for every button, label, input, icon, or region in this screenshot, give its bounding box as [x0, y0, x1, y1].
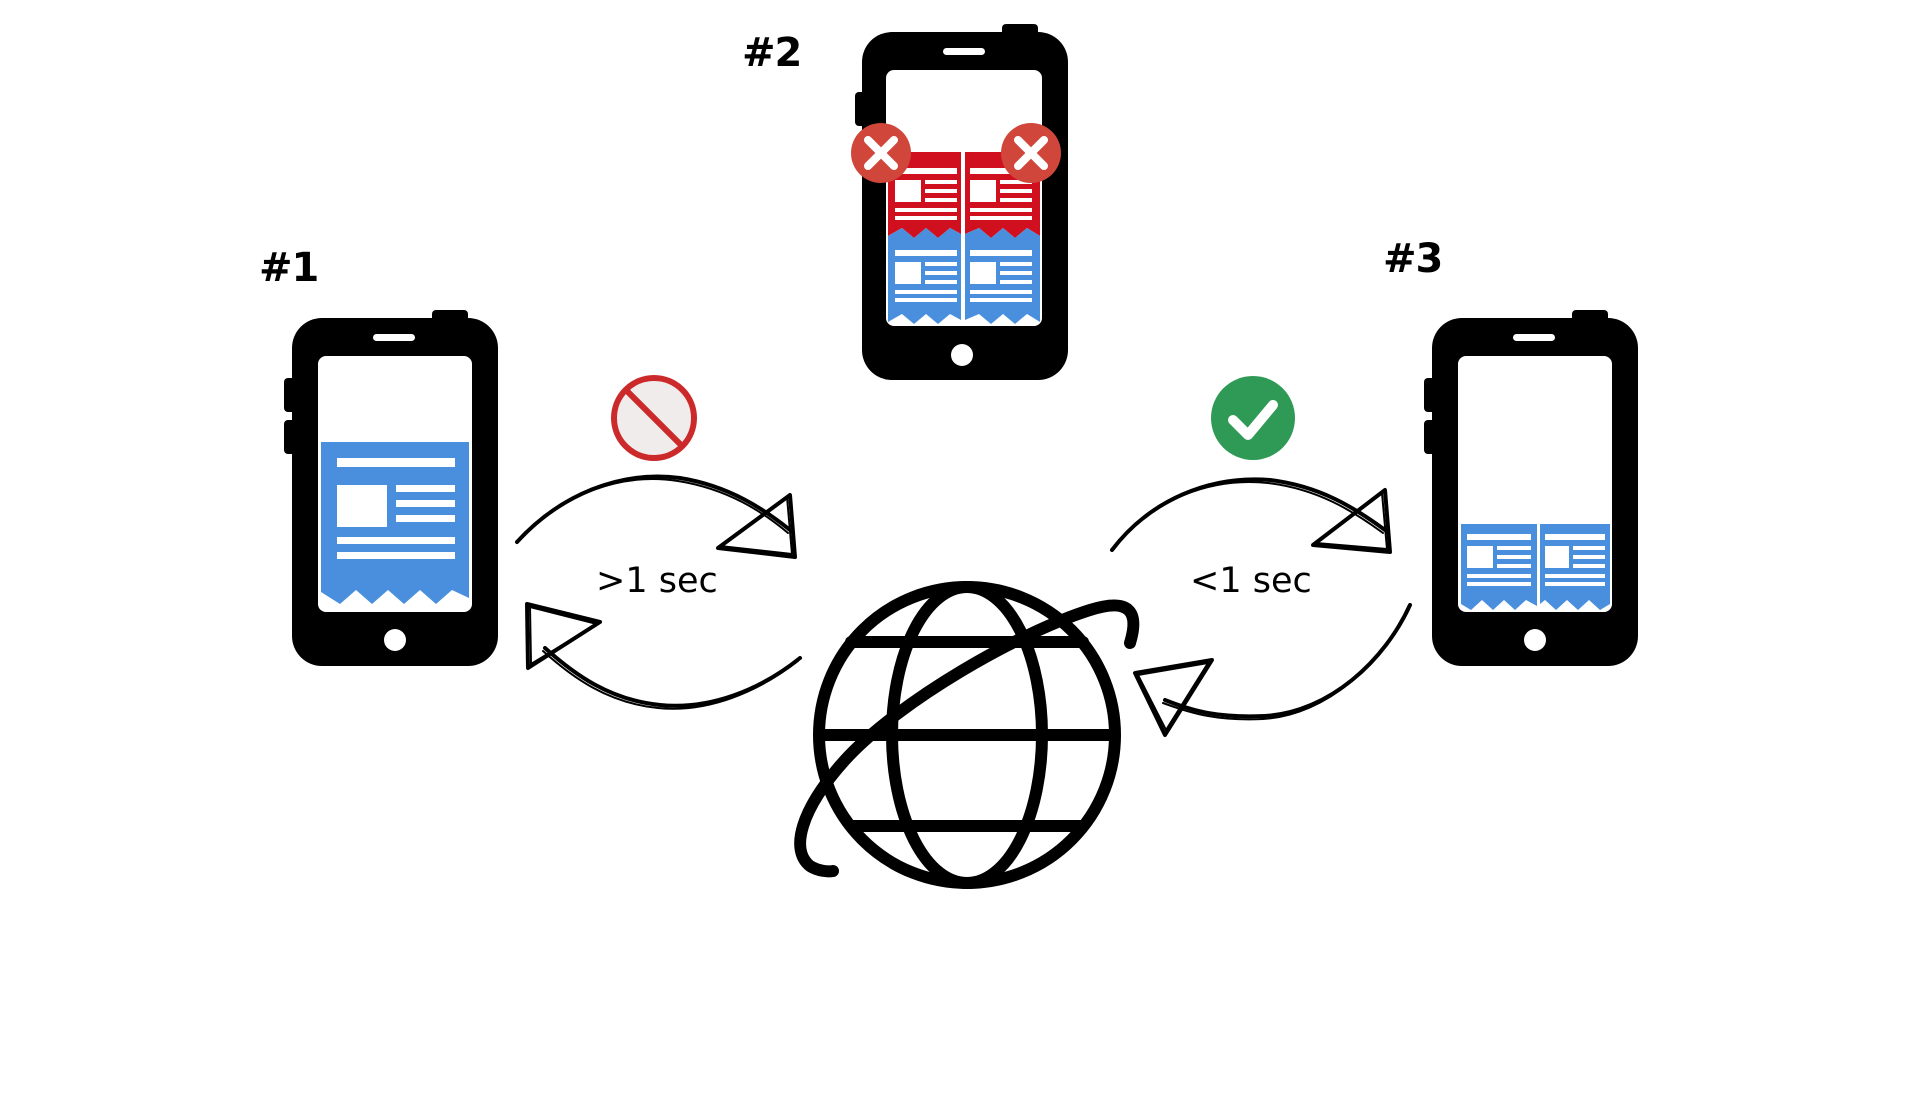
- fast-timing-label: <1 sec: [1190, 561, 1312, 601]
- close-icon: [851, 123, 911, 183]
- phone-3: [1424, 310, 1638, 666]
- slow-timing-label: >1 sec: [596, 561, 718, 601]
- phone-1: [284, 310, 498, 666]
- request-arrow-right: [1110, 477, 1392, 554]
- phone-2: [851, 24, 1068, 380]
- ad-card-red: [888, 152, 961, 238]
- phone-2-label: #2: [742, 30, 802, 76]
- response-arrow-left: [525, 602, 802, 710]
- news-card-blue: [888, 228, 961, 324]
- request-arrow-left: [515, 474, 797, 559]
- close-icon: [1001, 123, 1061, 183]
- globe-icon: [794, 581, 1140, 889]
- phone-3-label: #3: [1383, 236, 1443, 282]
- news-card-blue: [321, 442, 469, 604]
- news-card-blue: [1540, 524, 1610, 610]
- phone-1-label: #1: [259, 245, 319, 291]
- prohibited-icon: [611, 375, 697, 461]
- news-card-blue: [965, 228, 1040, 324]
- response-arrow-right: [1133, 603, 1412, 737]
- news-card-blue: [1461, 524, 1537, 610]
- checkmark-icon: [1211, 376, 1295, 460]
